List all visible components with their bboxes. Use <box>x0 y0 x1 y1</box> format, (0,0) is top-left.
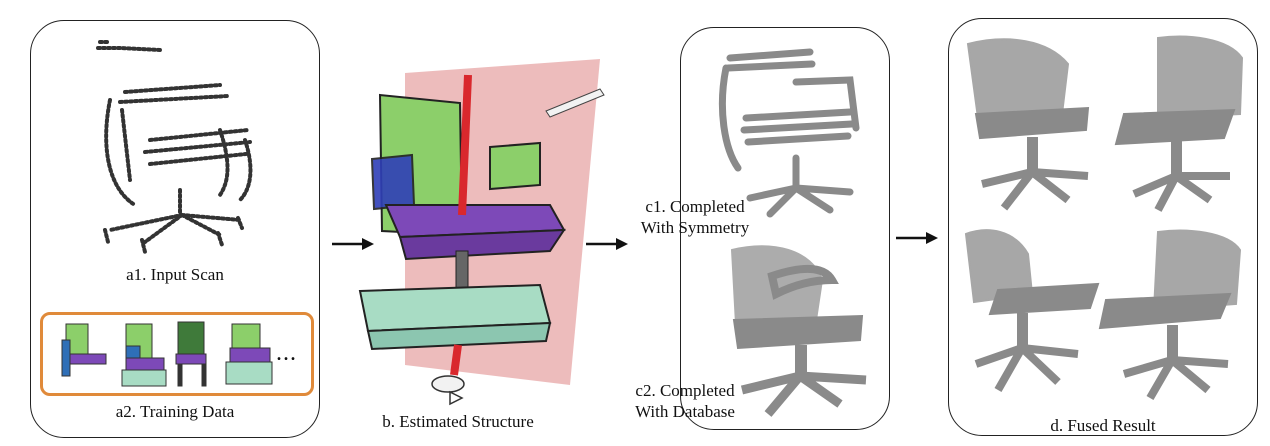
training-ellipsis: ... <box>276 340 297 366</box>
input-scan-chair <box>96 40 253 254</box>
arrow-right-icon <box>586 238 628 250</box>
training-chairs <box>61 321 273 387</box>
fused-result-caption: d. Fused Result <box>1050 416 1156 435</box>
rotation-icon <box>431 375 465 406</box>
c1-line2: With Symmetry <box>640 218 750 237</box>
estimated-structure-caption: b. Estimated Structure <box>382 412 534 431</box>
c2-line2: With Database <box>635 402 735 421</box>
c2-line1: c2. Completed <box>635 381 735 400</box>
c1-line1: c1. Completed <box>645 197 745 216</box>
estimated-structure <box>358 59 605 385</box>
completed-database-chair <box>730 245 867 417</box>
c1-caption: c1. Completed With Symmetry <box>620 196 770 238</box>
arrow-right-icon <box>896 232 938 244</box>
completed-symmetry-chair <box>718 48 860 218</box>
training-data-caption: a2. Training Data <box>115 402 235 421</box>
fused-chairs <box>964 35 1244 401</box>
arrow-right-icon <box>332 238 374 250</box>
c2-caption: c2. Completed With Database <box>610 380 760 422</box>
input-scan-caption: a1. Input Scan <box>126 265 224 284</box>
